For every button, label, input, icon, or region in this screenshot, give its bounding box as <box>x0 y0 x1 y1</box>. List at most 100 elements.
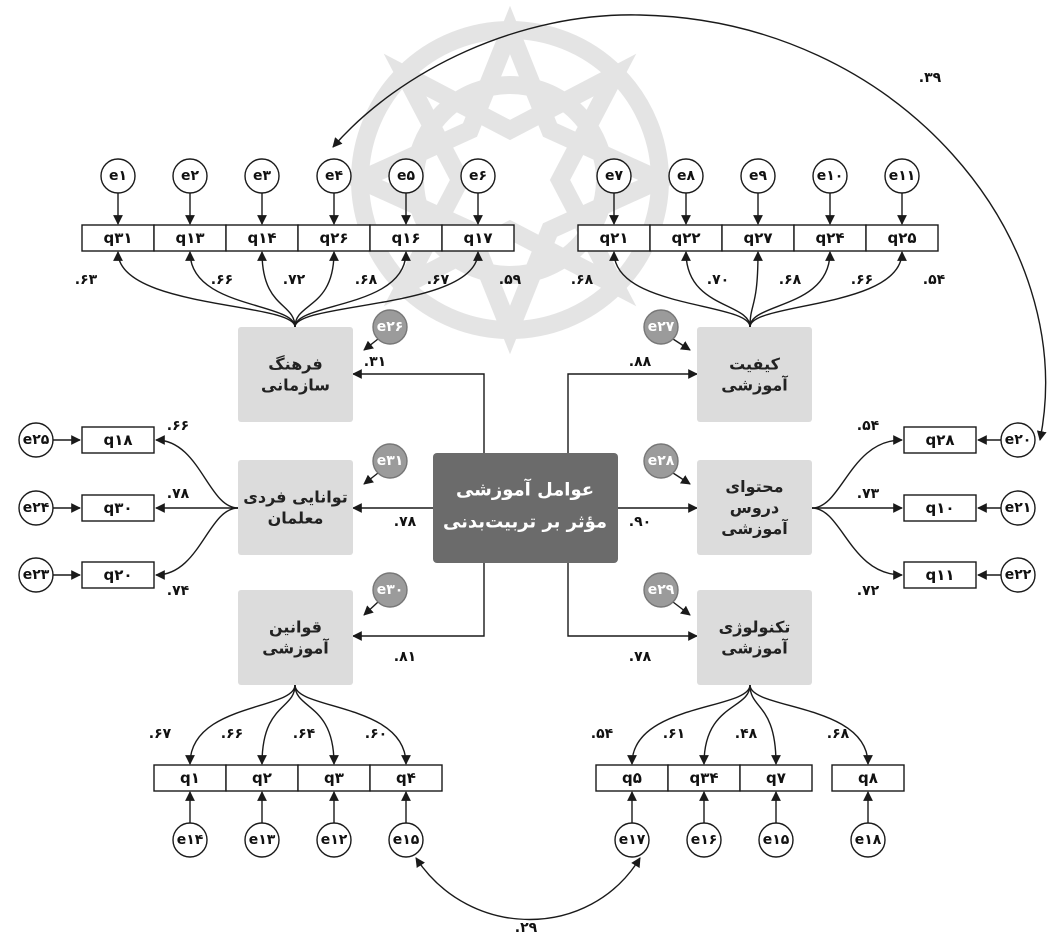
indicator-label: q۲۲ <box>671 229 700 247</box>
loading-value: .۷۴ <box>167 583 190 599</box>
error-circle <box>884 158 920 194</box>
loading-value: .۶۸ <box>827 726 850 742</box>
loading-value: .۵۴ <box>857 418 880 434</box>
indicator-label: q۲ <box>252 769 272 787</box>
indicator-label: q۳۰ <box>103 499 132 517</box>
indicator-label: q۲۸ <box>925 431 954 449</box>
loading-path <box>811 435 903 509</box>
covariance-arc-top <box>332 14 1047 441</box>
disturbance-circle <box>372 443 408 479</box>
indicator-box <box>903 561 977 589</box>
disturbance-circle <box>643 443 679 479</box>
error-label: e۱۱ <box>889 168 916 184</box>
coef-tavanaei: .۷۸ <box>394 514 417 530</box>
loading-value: .۵۴ <box>591 726 614 742</box>
indicator-label: q۳۴ <box>689 769 718 787</box>
indicator-label: q۲۷ <box>743 229 772 247</box>
loading-path <box>155 507 239 580</box>
loading-value: .۶۱ <box>663 726 685 742</box>
disturbance-label: e۲۸ <box>648 453 675 469</box>
loading-value: .۶۸ <box>779 272 802 288</box>
latent-box <box>238 460 353 555</box>
disturbance-label: e۲۹ <box>648 582 675 598</box>
error-label: e۳ <box>253 168 271 184</box>
error-circle <box>172 822 208 858</box>
error-label: e۲۳ <box>23 567 50 583</box>
disturbance-label: e۲۶ <box>377 319 404 335</box>
disturbance-circle <box>372 309 408 345</box>
latent-label: آموزشی <box>721 375 788 395</box>
error-circle <box>1000 422 1036 458</box>
error-label: e۲۵ <box>23 432 50 448</box>
indicator-box <box>81 561 155 589</box>
indicator-label: q۱۴ <box>247 229 276 247</box>
loading-value: .۷۳ <box>857 486 880 502</box>
disturbance-label: e۲۷ <box>648 319 675 335</box>
loading-value: .۶۷ <box>149 726 172 742</box>
error-circle <box>668 158 704 194</box>
loading-path <box>749 684 873 765</box>
center-label-line2: مؤثر بر تربیت‌بدنی <box>443 512 607 533</box>
indicator-box <box>903 494 977 522</box>
error-label: e۱۷ <box>619 832 646 848</box>
error-circle <box>388 822 424 858</box>
error-circle <box>758 822 794 858</box>
error-circle <box>1000 557 1036 593</box>
structural-path-technology <box>567 563 698 641</box>
error-circle <box>316 158 352 194</box>
error-circle <box>812 158 848 194</box>
indicator-label: q۲۵ <box>887 229 916 247</box>
indicator-label: q۵ <box>622 769 642 787</box>
loading-path <box>699 684 751 765</box>
error-label: e۲۴ <box>23 500 50 516</box>
loading-path <box>749 684 781 765</box>
indicator-box <box>225 764 299 792</box>
indicator-label: q۱ <box>180 769 200 787</box>
coef-keyfiyat: .۸۸ <box>629 354 652 370</box>
structural-path-farhang <box>352 369 485 453</box>
disturbance-label: e۳۰ <box>377 582 404 598</box>
indicator-box <box>81 494 155 522</box>
loading-value: .۵۹ <box>499 272 522 288</box>
loading-path <box>155 435 239 509</box>
error-circle <box>100 158 136 194</box>
error-label: e۲ <box>181 168 199 184</box>
indicator-label: q۷ <box>766 769 786 787</box>
indicator-label: q۸ <box>858 769 878 787</box>
error-label: e۵ <box>397 168 415 184</box>
error-circle <box>244 158 280 194</box>
error-label: e۱۵ <box>763 832 790 848</box>
indicator-label: q۲۶ <box>319 229 348 247</box>
error-label: e۸ <box>677 168 695 184</box>
coef-mohtava: .۹۰ <box>629 514 651 530</box>
loading-value: .۶۶ <box>851 272 873 288</box>
loading-path <box>113 251 296 328</box>
latent-label: معلمان <box>268 509 324 528</box>
loading-path <box>185 684 296 765</box>
disturbance-path <box>672 338 691 351</box>
error-circle <box>740 158 776 194</box>
error-circle <box>18 490 54 526</box>
structural-path-ghavanin <box>352 563 485 641</box>
indicator-box <box>81 426 155 454</box>
error-circle <box>244 822 280 858</box>
loading-value: .۶۰ <box>365 726 387 742</box>
latent-label: محتوای <box>725 477 783 496</box>
error-circle <box>172 158 208 194</box>
covariance-value-bottom: .۲۹ <box>515 920 538 936</box>
loading-value: .۶۷ <box>427 272 450 288</box>
indicator-box <box>865 224 939 252</box>
error-label: e۱۵ <box>393 832 420 848</box>
structural-path-keyfiyat <box>567 369 698 453</box>
error-label: e۲۰ <box>1005 432 1032 448</box>
indicator-label: q۱۰ <box>925 499 954 517</box>
error-label: e۱۶ <box>691 832 718 848</box>
latent-label: توانایی فردی <box>243 488 348 507</box>
indicator-label: q۲۰ <box>103 566 132 584</box>
error-label: e۴ <box>325 168 343 184</box>
disturbance-path <box>363 338 379 351</box>
indicator-box <box>739 764 813 792</box>
disturbance-path <box>363 601 379 616</box>
indicator-box <box>225 224 299 252</box>
